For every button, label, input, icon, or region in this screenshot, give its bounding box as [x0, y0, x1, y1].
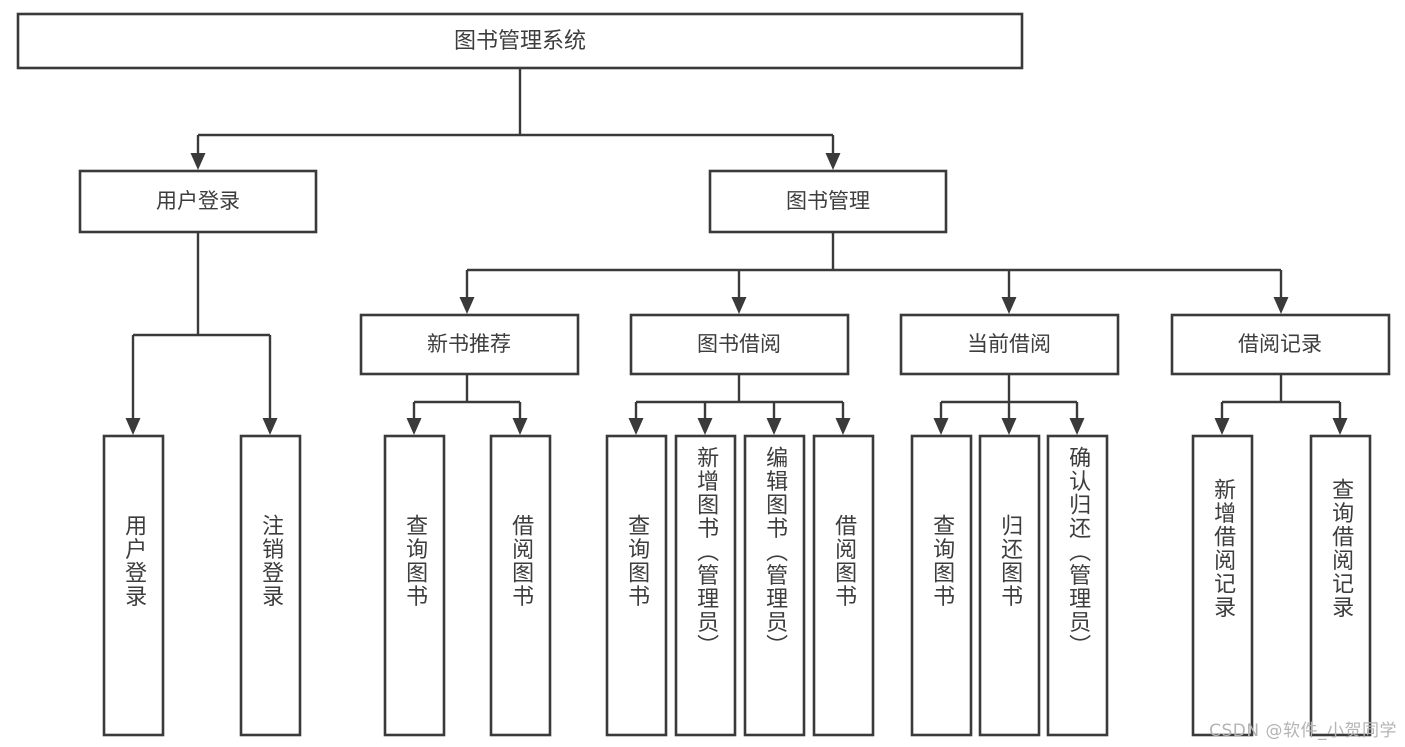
- arrow-icon-current-borrow: [1001, 297, 1017, 314]
- arrow-icon-currentborrow-leaf-3: [1069, 418, 1085, 435]
- arrow-icon-bookborrow-leaf-3: [766, 418, 782, 435]
- node-leaf-borrow-book-2[interactable]: [812, 434, 875, 737]
- node-root[interactable]: [16, 12, 1024, 70]
- arrow-icon-user-login: [190, 153, 206, 170]
- node-leaf-borrow-book-1[interactable]: [489, 434, 552, 737]
- arrow-icon-borrowrecord-leaf-1: [1214, 418, 1230, 435]
- arrow-icon-userlogin-leaf-1: [125, 418, 141, 435]
- node-leaf-logout[interactable]: [239, 434, 302, 737]
- connector-layer: [131, 68, 1342, 418]
- node-box-layer: [16, 12, 1391, 737]
- label-new-book-recommend: 新书推荐: [427, 332, 511, 356]
- node-leaf-confirm-return[interactable]: [1046, 434, 1109, 737]
- node-leaf-return-book[interactable]: [978, 434, 1041, 737]
- label-book-borrow: 图书借阅: [697, 332, 781, 356]
- node-leaf-query-book-2[interactable]: [605, 434, 668, 737]
- node-leaf-add-record[interactable]: [1191, 434, 1254, 737]
- label-user-login: 用户登录: [156, 189, 240, 213]
- arrow-icon-new-book: [459, 297, 475, 314]
- node-user-login[interactable]: [78, 169, 318, 234]
- label-book-manage: 图书管理: [786, 189, 870, 213]
- node-borrow-record[interactable]: [1170, 313, 1391, 376]
- arrow-icon-bookborrow-leaf-1: [628, 418, 644, 435]
- node-leaf-query-book-3[interactable]: [910, 434, 973, 737]
- arrow-icon-borrow-record: [1273, 297, 1289, 314]
- arrow-icon-newbook-leaf-2: [512, 418, 528, 435]
- arrow-icon-currentborrow-leaf-2: [1001, 418, 1017, 435]
- label-root: 图书管理系统: [454, 29, 586, 54]
- arrow-icon-book-manage: [825, 153, 841, 170]
- node-book-manage[interactable]: [708, 169, 948, 234]
- node-book-borrow[interactable]: [629, 313, 850, 376]
- node-new-book-recommend[interactable]: [359, 313, 580, 376]
- arrow-icon-borrowrecord-leaf-2: [1332, 418, 1348, 435]
- node-label-layer: 图书管理系统 用户登录 图书管理 新书推荐 图书借阅 当前借阅 借阅记录: [156, 29, 1322, 356]
- node-leaf-add-book[interactable]: [674, 434, 737, 737]
- node-leaf-edit-book[interactable]: [743, 434, 806, 737]
- node-leaf-query-record[interactable]: [1309, 434, 1372, 737]
- node-current-borrow[interactable]: [899, 313, 1120, 376]
- arrow-icon-book-borrow: [731, 297, 747, 314]
- arrow-icon-newbook-leaf-1: [406, 418, 422, 435]
- arrow-icon-currentborrow-leaf-1: [933, 418, 949, 435]
- arrow-icon-bookborrow-leaf-4: [835, 418, 851, 435]
- node-leaf-query-book-1[interactable]: [383, 434, 446, 737]
- node-leaf-user-login[interactable]: [102, 434, 165, 737]
- label-borrow-record: 借阅记录: [1238, 332, 1322, 356]
- label-current-borrow: 当前借阅: [967, 332, 1051, 356]
- arrow-icon-userlogin-leaf-2: [262, 418, 278, 435]
- arrow-icon-bookborrow-leaf-2: [697, 418, 713, 435]
